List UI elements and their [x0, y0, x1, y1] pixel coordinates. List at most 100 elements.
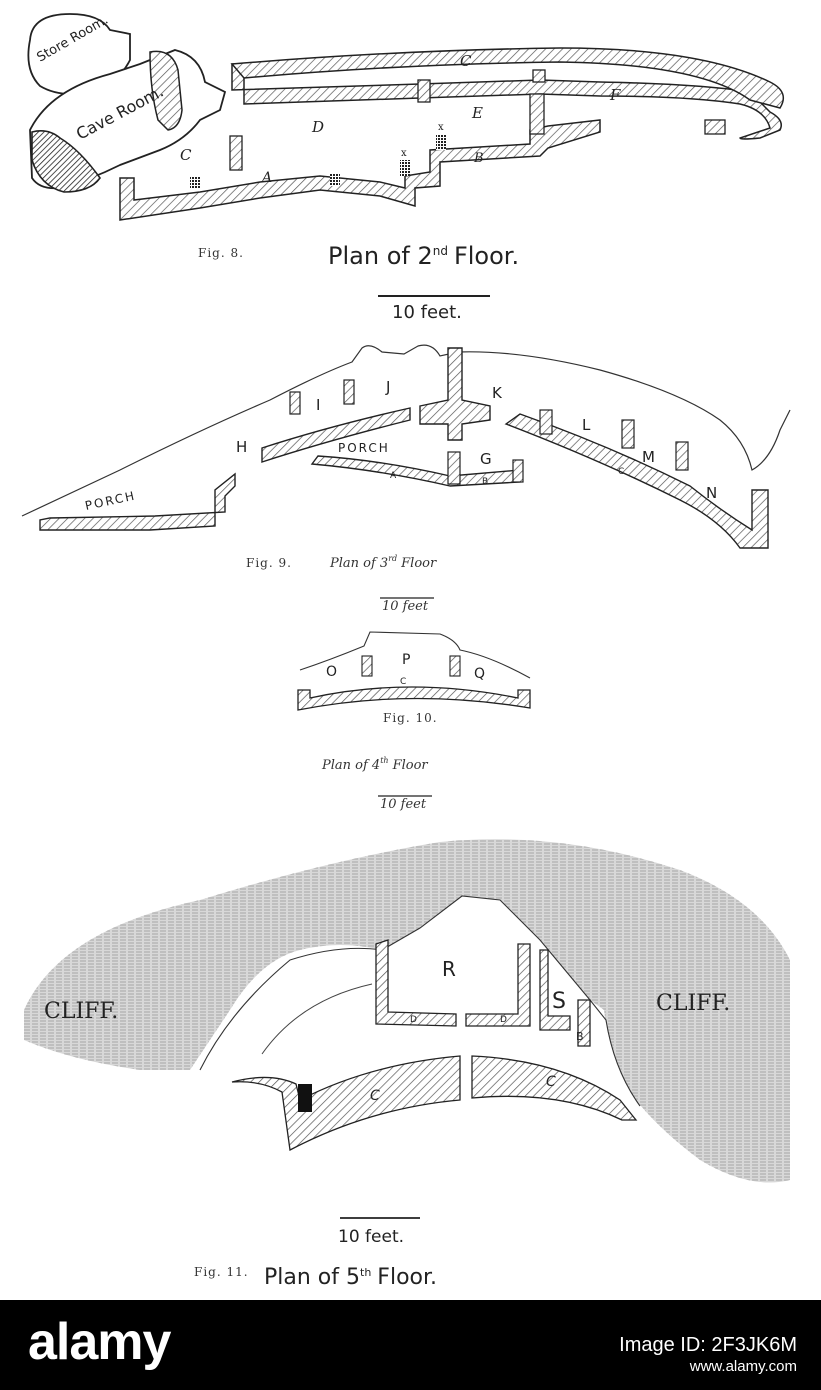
fig9-room-n: N — [706, 484, 717, 502]
fig11-cliff-right: CLIFF. — [656, 991, 730, 1016]
fig9-k-block — [419, 347, 491, 441]
fig11-room-r-walls — [375, 939, 531, 1027]
fig10-partition-1 — [361, 655, 373, 677]
fig11-labels: CLIFF. CLIFF. R S C C D D B — [44, 957, 730, 1104]
fig11-cliff-left: CLIFF. — [44, 999, 118, 1024]
fig8-window-1 — [190, 176, 200, 188]
fig8-mark-x1: x — [401, 148, 407, 159]
fig8-partition-2 — [417, 79, 431, 103]
fig10-top-outline — [299, 631, 531, 679]
fig8-scale-label: 10 feet. — [392, 302, 462, 323]
fig9-partition-1 — [289, 391, 301, 415]
fig10-fig-label: Fig. 10. — [383, 711, 438, 725]
fig8-bottom-wall — [119, 119, 601, 221]
fig9-room-g: G — [480, 450, 492, 468]
fig11-front-wall-left — [231, 1055, 461, 1152]
fig11-path-line — [261, 983, 373, 1055]
image-id: Image ID: 2F3JK6M — [619, 1334, 797, 1356]
fig11-fig-label: Fig. 11. — [194, 1265, 249, 1279]
fig11-plan — [24, 839, 790, 1183]
fig9-room-h: H — [236, 438, 247, 456]
fig8-room-c: C — [180, 146, 192, 164]
fig9-partition-4 — [621, 419, 635, 449]
fig9-left-wall — [39, 472, 236, 531]
fig9-porch-center: PORCH — [338, 441, 390, 455]
fig11-cliff — [24, 839, 790, 1183]
fig11-front-wall-right — [471, 1055, 638, 1121]
fig9-room-k: K — [492, 384, 503, 402]
fig10-plan — [297, 631, 531, 711]
fig8-cylinder — [31, 130, 101, 193]
fig10-bottom-wall — [297, 686, 531, 711]
fig11-room-r: R — [442, 957, 456, 981]
fig10-room-q: Q — [474, 666, 485, 682]
fig11-room-d2: D — [500, 1015, 507, 1025]
fig9-room-b: B — [482, 477, 488, 487]
fig8-partition-4 — [532, 69, 546, 83]
fig11-room-b: B — [576, 1030, 584, 1043]
fig11-room-s: S — [552, 989, 566, 1014]
stock-banner: alamy Image ID: 2F3JK6M www.alamy.com — [0, 1300, 821, 1390]
fig8-fig-label: Fig. 8. — [198, 246, 244, 260]
fig9-partition-5 — [675, 441, 689, 471]
fig8-room-a: A — [260, 170, 272, 186]
fig11-door-block — [298, 1084, 312, 1112]
fig9-room-m: M — [642, 448, 655, 466]
fig9-partition-2 — [343, 379, 355, 405]
fig9-room-j: J — [385, 378, 390, 396]
fig8-room-d: D — [311, 118, 324, 136]
fig9-room-i: I — [316, 396, 320, 414]
fig9-plan — [21, 344, 791, 549]
fig9-partition-6 — [447, 451, 461, 485]
fig8-window-2 — [330, 174, 340, 186]
fig10-room-o: O — [326, 664, 337, 680]
fig8-plan — [27, 13, 785, 221]
fig8-top-curve — [230, 47, 785, 109]
fig8-top-wall — [231, 63, 782, 140]
floor-plans-illustration: Store Room. Cave Room. C D E F C A B x x… — [21, 13, 791, 1290]
fig10-labels: O P Q C — [326, 652, 485, 687]
fig9-room-a: A — [390, 471, 397, 481]
fig8-oval-wall — [149, 50, 183, 131]
fig10-scale-label: 10 feet — [380, 797, 427, 812]
fig9-room-l: L — [582, 416, 591, 434]
site-url: www.alamy.com — [689, 1358, 797, 1375]
fig11-scale-label: 10 feet. — [338, 1227, 404, 1247]
fig8-room-b: B — [473, 151, 484, 166]
fig9-fig-label: Fig. 9. — [246, 556, 292, 570]
fig11-room-d1: D — [410, 1015, 417, 1025]
fig11-cave-outline — [199, 895, 641, 1107]
fig9-scale-label: 10 feet — [382, 599, 429, 614]
fig9-central-wall — [261, 407, 411, 463]
fig9-partition-3 — [539, 409, 553, 435]
fig8-window-4 — [436, 134, 446, 150]
fig8-room-c-top: C — [460, 52, 472, 70]
fig8-room-e: E — [471, 104, 483, 122]
fig10-partition-2 — [449, 655, 461, 677]
fig9-partition-7 — [512, 459, 524, 483]
fig8-partition-1 — [229, 135, 243, 171]
fig10-room-p: P — [402, 652, 410, 668]
fig11-room-s-walls — [539, 949, 591, 1047]
fig9-porch-left: PORCH — [84, 488, 138, 512]
fig11-room-c-left: C — [370, 1088, 380, 1104]
fig9-right-wall — [504, 413, 769, 549]
fig11-room-c-right: C — [546, 1074, 556, 1090]
fig10-room-c: C — [400, 677, 406, 687]
alamy-logo: alamy — [28, 1313, 171, 1371]
fig8-window-3 — [400, 160, 410, 176]
fig8-room-f: F — [609, 86, 621, 104]
fig8-mark-x2: x — [438, 122, 444, 133]
fig9-room-c: C — [618, 467, 624, 477]
fig8-partition-3 — [529, 93, 545, 135]
fig8-partition-5 — [704, 119, 726, 135]
fig9-ground-line — [21, 344, 791, 517]
